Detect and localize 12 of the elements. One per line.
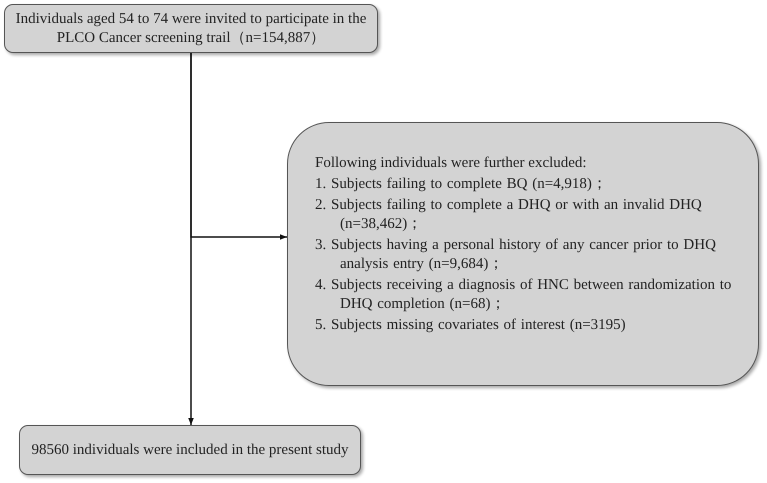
arrow (188, 53, 194, 425)
list-item: 4. Subjects receiving a diagnosis of HNC between randomization to DHQ completion (n=68)； (315, 276, 732, 314)
process-box (19, 425, 361, 475)
list-item: 1. Subjects failing to complete BQ (n=4,918)； (315, 174, 608, 194)
list-item: 2. Subjects failing to complete a DHQ or with an invalid DHQ (n=38,462)； (315, 196, 703, 234)
process-box (287, 122, 759, 386)
list-item: 5. Subjects missing covariates of interest (n=3195) (315, 316, 627, 334)
heading-text: Following individuals were further excluded: (315, 154, 588, 172)
process-box (4, 4, 378, 53)
list-item: 3. Subjects having a personal history of any cancer prior to DHQ analysis entry (n=9,684)； (315, 236, 717, 274)
box-text: Individuals aged 54 to 74 were invited to participate in the PLCO Cancer screening trail（n=154,887） (15, 10, 367, 48)
box-text: 98560 individuals were included in the present study (31, 440, 349, 460)
